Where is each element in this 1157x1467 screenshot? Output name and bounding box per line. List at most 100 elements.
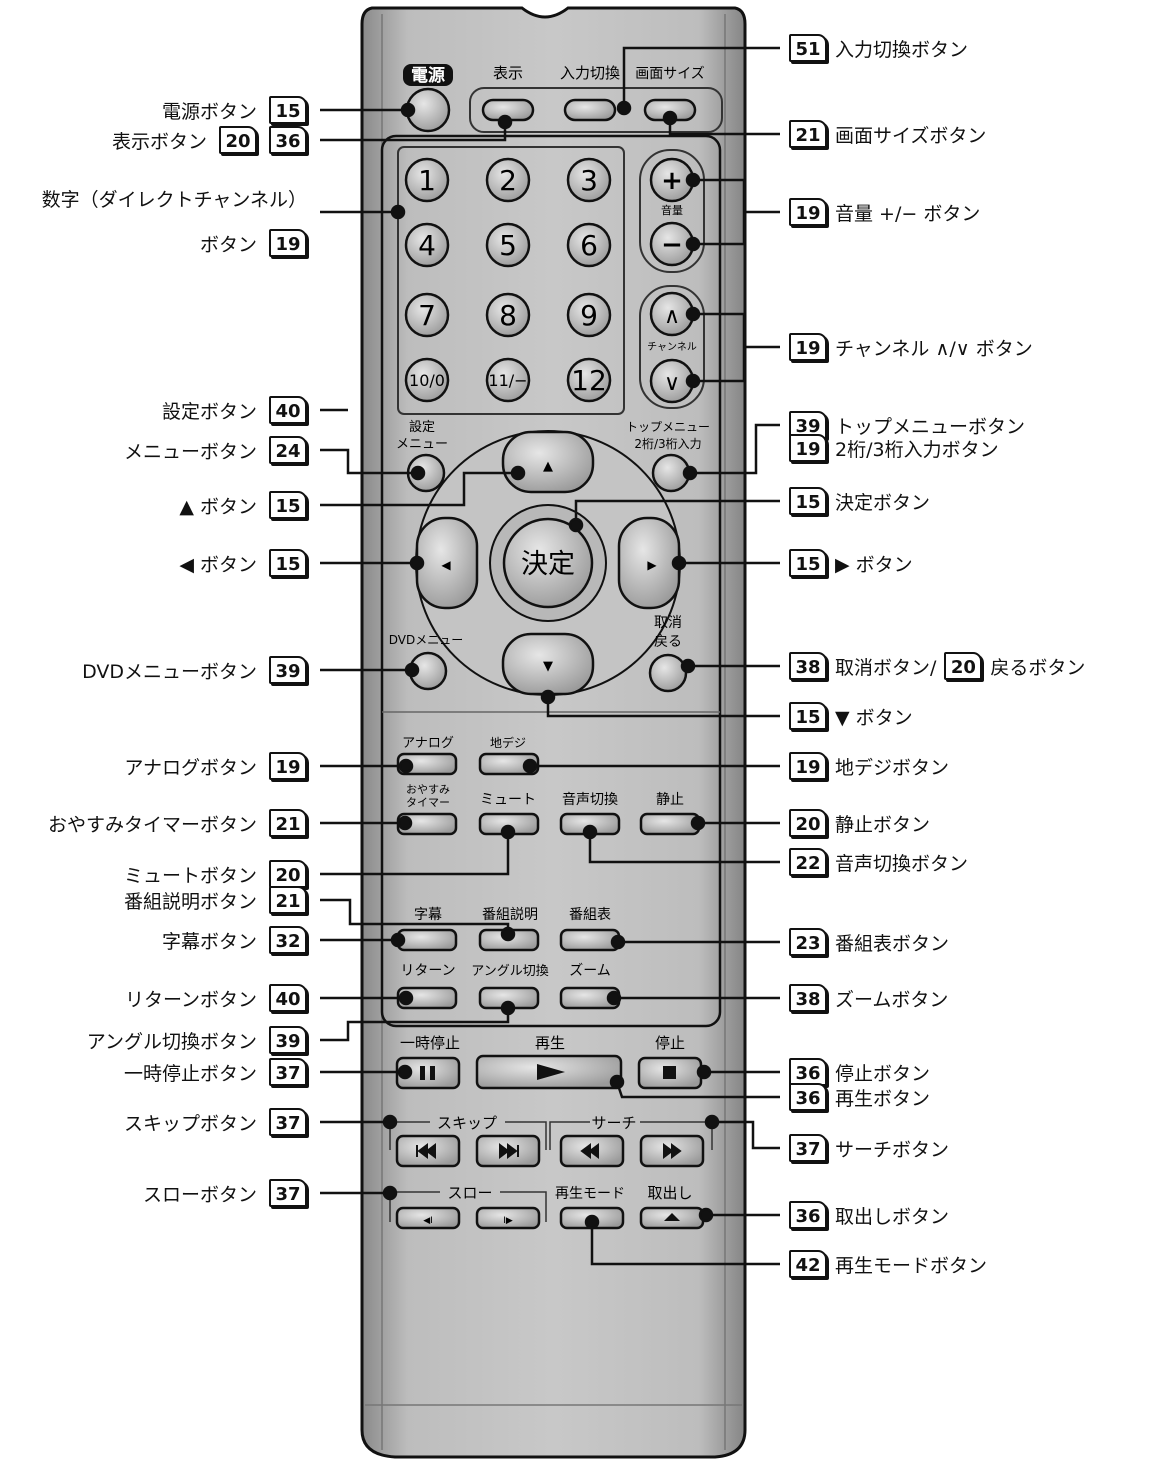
callout-text: 静止ボタン [835, 813, 931, 836]
number-button-3[interactable] [566, 157, 612, 203]
callout-down: 15▼ ボタン [789, 699, 913, 733]
callout-text: 再生ボタン [835, 1087, 931, 1110]
program-info-label: 番組説明 [482, 907, 538, 923]
page-ref-badge: 37 [789, 1134, 827, 1162]
callout-text: ミュートボタン [123, 864, 257, 887]
enter-button[interactable] [502, 517, 594, 609]
top-button-frame [469, 87, 723, 133]
callout-text: DVDメニューボタン [82, 660, 257, 683]
leader-dot [685, 306, 701, 322]
page-ref-badge: 40 [269, 396, 307, 424]
number-button-8[interactable] [485, 292, 531, 338]
page-ref-badge: 38 [789, 984, 827, 1012]
page-ref-badge: 15 [269, 96, 307, 124]
leader-dot [584, 1214, 600, 1230]
remote-body [360, 6, 747, 1459]
page-ref-badge: 42 [789, 1250, 827, 1278]
page-ref-badge: 19 [789, 752, 827, 780]
zoom-label: ズーム [569, 963, 611, 979]
subtitle-button[interactable] [396, 928, 458, 952]
leader-dot [500, 926, 516, 942]
leader-dot [582, 824, 598, 840]
dpad-up-button[interactable] [501, 430, 595, 494]
callout-text: 番組説明ボタン [123, 890, 257, 913]
eject-icon [664, 1213, 680, 1221]
page-ref-badge: 37 [269, 1058, 307, 1086]
callout-text: 取消ボタン/ [835, 656, 937, 679]
epg-button[interactable] [559, 928, 621, 952]
number-button-6[interactable] [566, 222, 612, 268]
search-label: サーチ [591, 1114, 636, 1132]
number-button-1[interactable] [404, 157, 450, 203]
leader-dot [397, 1064, 413, 1080]
leader-dot [398, 990, 414, 1006]
rewind-icon [580, 1143, 599, 1159]
callout-dvd-menu: DVDメニューボタン 39 [0, 653, 307, 687]
number-pad-frame [397, 146, 625, 415]
volume-label: 音量 [661, 203, 683, 217]
number-button-7[interactable] [404, 292, 450, 338]
callout-text: 停止ボタン [835, 1062, 931, 1085]
page-ref-badge: 51 [789, 34, 827, 62]
page-ref-badge: 37 [269, 1179, 307, 1207]
cancel-back-button[interactable] [648, 653, 688, 693]
slow-label: スロー [447, 1184, 492, 1202]
number-button-5[interactable] [485, 222, 531, 268]
digit-input-label: 2桁/3桁入力 [634, 437, 701, 451]
channel-frame [639, 285, 705, 409]
number-button-10[interactable] [404, 357, 450, 403]
callout-text: 表示ボタン [111, 130, 207, 153]
leader-dot [696, 1064, 712, 1080]
leader-dot [397, 815, 413, 831]
number-button-12[interactable] [566, 357, 612, 403]
chevron-down-icon: ∨ [664, 371, 680, 396]
number-button-2[interactable] [485, 157, 531, 203]
slow-back-button[interactable] [395, 1206, 461, 1230]
leader-line [320, 1008, 510, 1042]
page-ref-badge: 19 [789, 333, 827, 361]
page-ref-badge: 39 [269, 656, 307, 684]
page-ref-badge: 21 [269, 809, 307, 837]
leader-line [320, 471, 518, 507]
return-label: リターン [400, 963, 455, 979]
page-ref-badge: 20 [269, 860, 307, 888]
number-label-5: 5 [499, 229, 517, 262]
number-button-11[interactable] [485, 357, 531, 403]
page-ref-badge: 15 [269, 549, 307, 577]
callout-text: アングル切換ボタン [86, 1030, 257, 1053]
number-button-4[interactable] [404, 222, 450, 268]
mute-label: ミュート [480, 792, 536, 808]
number-button-9[interactable] [566, 292, 612, 338]
number-label-8: 8 [499, 299, 517, 332]
pause-icon [420, 1066, 425, 1080]
still-button[interactable] [639, 812, 701, 836]
page-ref-badge: 19 [789, 198, 827, 226]
number-label-12: 12 [571, 364, 607, 397]
callout-text: ボタン [199, 233, 257, 256]
input-button[interactable] [563, 98, 617, 122]
callout-text: 再生モードボタン [835, 1254, 988, 1277]
callout-text: ▲ ボタン [179, 495, 257, 518]
callout-text: 数字（ダイレクトチャンネル） [41, 188, 307, 211]
fast-forward-icon [663, 1143, 682, 1159]
callout-text: ズームボタン [835, 988, 949, 1011]
slow-forward-button[interactable] [475, 1206, 541, 1230]
page-ref-badge: 15 [789, 487, 827, 515]
number-label-10: 10/0 [409, 371, 445, 390]
callout-text: スキップボタン [123, 1112, 257, 1135]
leader-dot [522, 758, 538, 774]
callout-zoom: 38 ズームボタン [789, 981, 948, 1015]
leader-line [693, 178, 780, 246]
